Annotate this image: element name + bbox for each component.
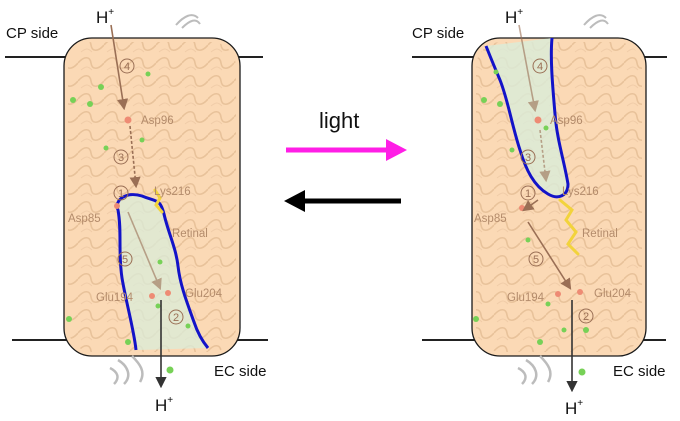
cp-side-label: CP side [412, 25, 464, 42]
transition-arrows: light [284, 108, 407, 212]
step-5: 5 [122, 254, 128, 266]
step-2: 2 [583, 311, 589, 323]
protein-helices [68, 42, 236, 352]
proton-channel [117, 194, 208, 350]
channel-outline [115, 193, 210, 351]
channel-outline [484, 37, 570, 199]
cp-side-label: CP side [6, 25, 58, 42]
proton-bottom: H+ [565, 398, 583, 418]
dark-arrow-head [284, 190, 305, 212]
step-2: 2 [173, 312, 179, 324]
loop-top [175, 14, 201, 29]
proton-channel [486, 38, 568, 197]
glu204-marker [165, 290, 171, 296]
path-arrow-release [527, 221, 572, 290]
path-arrow-reprotonation [539, 129, 551, 183]
retinal-chromophore [558, 198, 580, 256]
left-panel: 4 3 1 5 2 Asp96 Lys216 Asp85 Retinal Glu… [5, 7, 268, 415]
proton-top: H+ [505, 7, 523, 27]
step-4: 4 [537, 61, 543, 73]
step-3: 3 [118, 152, 124, 164]
water-molecules [473, 69, 589, 376]
label-lys216: Lys216 [154, 186, 191, 198]
label-retinal: Retinal [172, 228, 208, 240]
light-label: light [319, 108, 359, 133]
step-4: 4 [124, 61, 130, 73]
asp96-marker [534, 116, 542, 124]
step-circles [113, 58, 184, 325]
label-asp85: Asp85 [68, 213, 101, 225]
asp85-marker [114, 203, 120, 209]
right-panel: 4 3 1 5 2 Asp96 Lys216 Asp85 Retinal Glu… [412, 7, 667, 418]
asp96-marker [124, 116, 132, 124]
ec-side-label: EC side [214, 363, 267, 380]
glu194-marker [555, 291, 561, 297]
label-glu194: Glu194 [96, 292, 134, 304]
step-1: 1 [118, 188, 124, 200]
label-asp96: Asp96 [550, 115, 583, 127]
light-arrow-head [386, 139, 407, 161]
label-lys216: Lys216 [562, 186, 599, 198]
label-glu204: Glu204 [185, 288, 223, 300]
glu194-marker [149, 293, 155, 299]
path-arrow-uptake [518, 24, 539, 113]
label-retinal: Retinal [582, 228, 618, 240]
proton-top: H+ [96, 7, 114, 27]
path-arrow-release [127, 211, 162, 291]
retinal-chromophore [153, 188, 164, 214]
water-molecules [66, 71, 191, 374]
label-glu204: Glu204 [594, 288, 632, 300]
path-arrow-schiff [522, 199, 539, 212]
step-1: 1 [525, 188, 531, 200]
label-asp85: Asp85 [474, 213, 507, 225]
step-3: 3 [525, 152, 531, 164]
label-asp96: Asp96 [141, 115, 174, 127]
ec-side-label: EC side [613, 363, 666, 380]
label-glu194: Glu194 [507, 292, 545, 304]
glu204-marker [577, 289, 583, 295]
loop-bottom [109, 355, 144, 385]
loop-top [583, 14, 609, 29]
path-arrow-reprotonation [129, 125, 141, 189]
proton-bottom: H+ [155, 395, 173, 415]
loop-bottom [517, 355, 552, 385]
path-arrow-uptake [110, 24, 129, 111]
step-circles [520, 58, 594, 324]
step-5: 5 [533, 254, 539, 266]
